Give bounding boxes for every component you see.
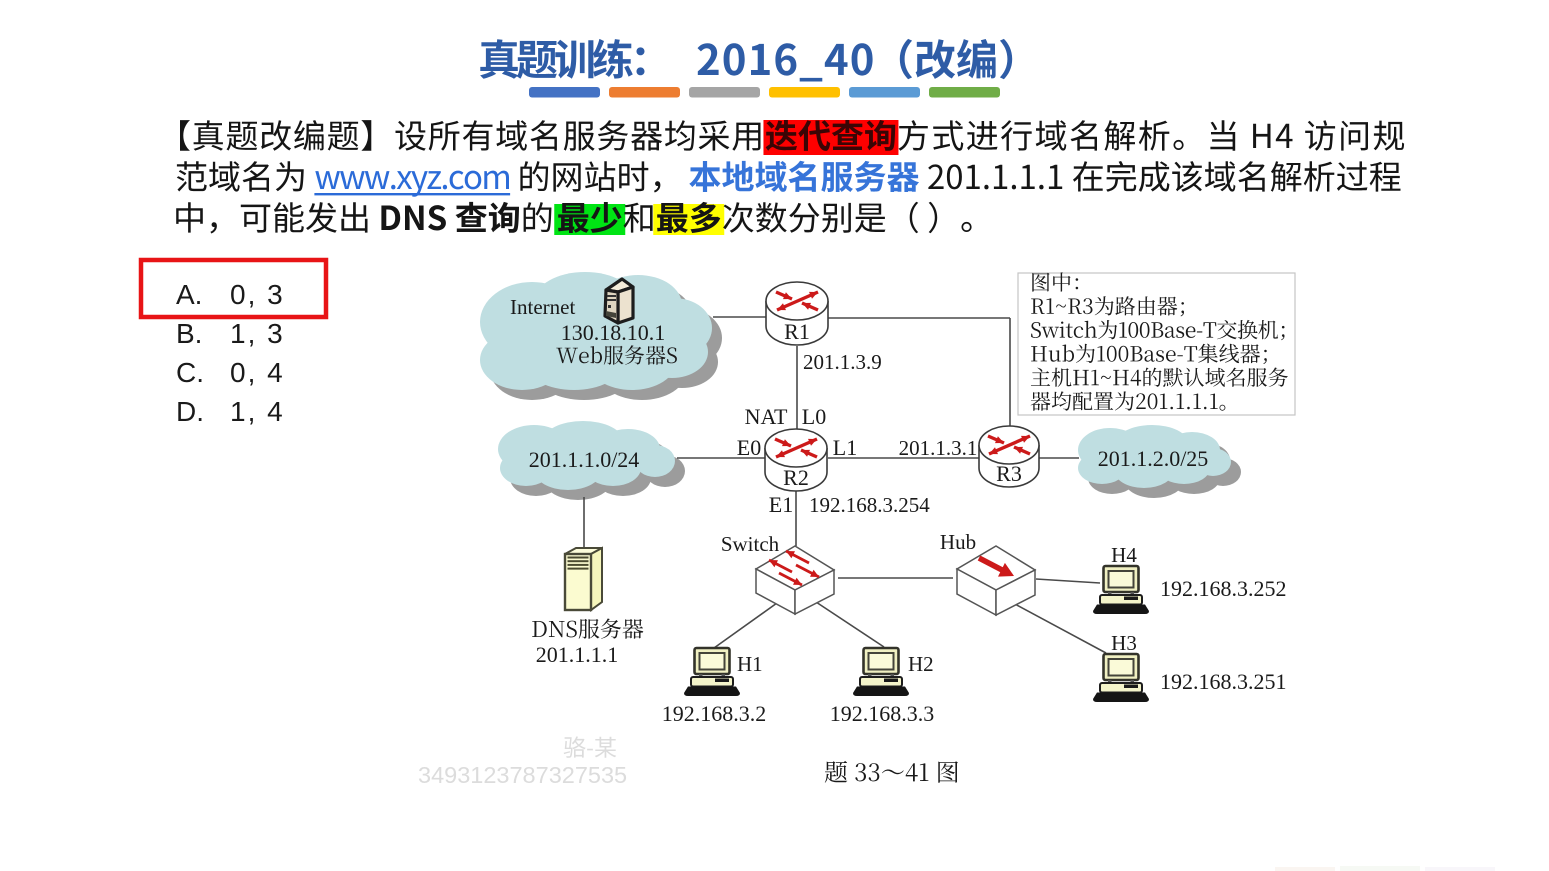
svg-text:C.: C. — [176, 357, 204, 388]
svg-text:192.168.3.254: 192.168.3.254 — [809, 493, 930, 517]
svg-text:D.: D. — [176, 396, 204, 427]
svg-text:Hub: Hub — [940, 530, 976, 554]
svg-text:0, 3: 0, 3 — [230, 279, 285, 310]
svg-text:1, 3: 1, 3 — [230, 318, 285, 349]
svg-text:201.1.2.0/25: 201.1.2.0/25 — [1098, 446, 1209, 471]
svg-text:192.168.3.2: 192.168.3.2 — [662, 701, 767, 726]
svg-text:201.1.3.9: 201.1.3.9 — [803, 350, 882, 374]
svg-text:H3: H3 — [1111, 631, 1137, 655]
svg-text:1, 4: 1, 4 — [230, 396, 285, 427]
svg-text:192.168.3.251: 192.168.3.251 — [1160, 669, 1287, 694]
svg-text:L1: L1 — [833, 435, 857, 460]
svg-text:Switch: Switch — [721, 532, 780, 556]
svg-text:Internet: Internet — [510, 295, 575, 319]
svg-text:192.168.3.252: 192.168.3.252 — [1160, 576, 1287, 601]
svg-text:A.: A. — [176, 279, 202, 310]
svg-text:H4: H4 — [1111, 543, 1137, 567]
svg-text:E0: E0 — [737, 435, 761, 460]
svg-text:192.168.3.3: 192.168.3.3 — [830, 701, 935, 726]
svg-text:201.1.1.0/24: 201.1.1.0/24 — [529, 447, 640, 472]
svg-text:H2: H2 — [908, 652, 934, 676]
svg-text:R3: R3 — [996, 461, 1022, 486]
svg-text:R1: R1 — [784, 319, 810, 344]
svg-text:0, 4: 0, 4 — [230, 357, 285, 388]
svg-text:B.: B. — [176, 318, 202, 349]
svg-text:201.1.1.1: 201.1.1.1 — [536, 642, 619, 667]
svg-text:E1: E1 — [769, 492, 793, 517]
svg-text:L0: L0 — [802, 404, 826, 429]
svg-text:NAT: NAT — [745, 404, 788, 429]
svg-text:H1: H1 — [737, 652, 763, 676]
svg-text:R2: R2 — [783, 465, 809, 490]
svg-text:201.1.3.1: 201.1.3.1 — [899, 436, 978, 460]
svg-text:130.18.10.1: 130.18.10.1 — [561, 320, 666, 345]
svg-text:3493123787327535: 3493123787327535 — [418, 762, 627, 788]
